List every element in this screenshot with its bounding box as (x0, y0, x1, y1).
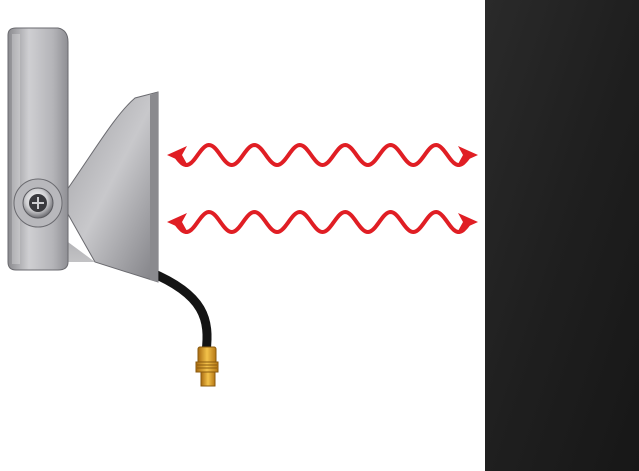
wave-arrowhead-left (167, 146, 187, 164)
wave-arrowhead-right (458, 213, 478, 231)
wave-arrowhead-right (458, 146, 478, 164)
target-panel (485, 0, 639, 471)
wave-line (173, 142, 472, 168)
wave-arrowhead-left (167, 213, 187, 231)
sma-connector-icon (195, 346, 219, 387)
signal-waves (167, 142, 478, 235)
screw-icon (13, 178, 63, 228)
wave-line (173, 209, 472, 235)
antenna-cable (145, 267, 212, 357)
antenna-icon (7, 27, 219, 387)
